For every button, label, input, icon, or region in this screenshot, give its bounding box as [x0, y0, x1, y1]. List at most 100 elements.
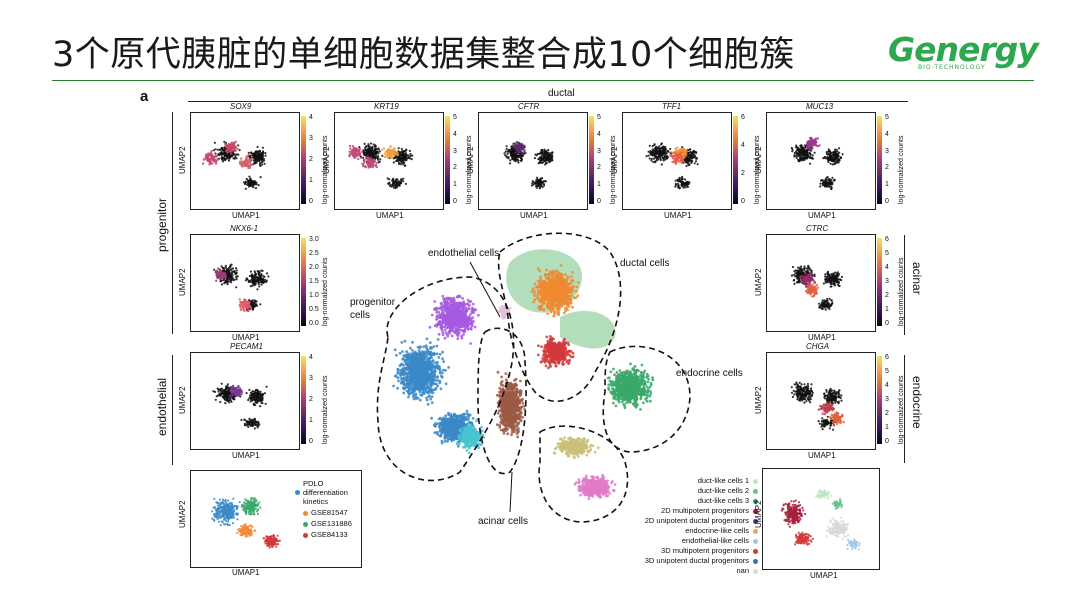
- colorbar-tick: 5: [597, 114, 601, 121]
- cluster-legend-item: 3D multipotent progenitors: [661, 546, 758, 555]
- acinar-bracket-line: [904, 235, 905, 335]
- colorbar-tick: 3: [309, 375, 313, 382]
- ductal-halo: [560, 310, 616, 349]
- title-divider: [52, 80, 1034, 81]
- colorbar-tick: 2: [885, 292, 889, 299]
- cluster-axis-x: UMAP1: [810, 571, 838, 580]
- panel-scatter: [212, 382, 268, 430]
- panel-axis-x: UMAP1: [808, 451, 836, 460]
- label-ductal-cells: ductal cells: [620, 258, 670, 269]
- colorbar-tick: 2.0: [309, 264, 319, 271]
- background-cells: [822, 147, 844, 166]
- colorbar-tick: 4: [885, 382, 889, 389]
- expressing-cells: [215, 267, 227, 282]
- colorbar: [589, 116, 594, 204]
- cluster-outline: [477, 327, 527, 475]
- background-cells: [819, 175, 836, 191]
- background-cells: [533, 148, 554, 166]
- dataset-legend-item: GSE81547: [303, 508, 348, 517]
- background-cells: [240, 417, 261, 430]
- panel-axis-x: UMAP1: [232, 333, 260, 342]
- panel-axis-y: UMAP2: [178, 146, 187, 174]
- dataset-axis-x: UMAP1: [232, 568, 260, 577]
- colorbar-tick: 1: [885, 181, 889, 189]
- colorbar-tick: 0: [885, 438, 889, 445]
- cluster-duct-like-1: [815, 489, 832, 500]
- expressing-cells: [348, 144, 364, 161]
- colorbar-label: log-normalized counts: [322, 257, 329, 326]
- cluster-ductal-red: [536, 335, 575, 370]
- panel-axis-x: UMAP1: [232, 211, 260, 220]
- cluster-outline: [497, 232, 622, 403]
- panel-scatter: [348, 142, 414, 190]
- colorbar: [445, 116, 450, 204]
- legend-swatch: [753, 498, 758, 504]
- cluster-endocrine-pink: [573, 473, 617, 500]
- panel-axis-y: UMAP2: [178, 386, 187, 414]
- colorbar-tick: 2: [597, 164, 601, 172]
- background-cells: [386, 177, 407, 190]
- panel-axis-y: UMAP2: [178, 268, 187, 296]
- cluster-outline: [376, 276, 515, 482]
- figure-panel-letter: a: [140, 88, 149, 105]
- colorbar-tick: 2: [885, 164, 889, 172]
- panel-scatter: [645, 142, 699, 190]
- panel-axis-x: UMAP1: [664, 211, 692, 220]
- panel-axis-y: UMAP2: [754, 146, 763, 174]
- background-cells: [245, 145, 267, 168]
- colorbar-tick: 1: [885, 306, 889, 313]
- colorbar-tick: 1: [309, 417, 313, 424]
- colorbar-tick: 3.0: [309, 236, 319, 243]
- panel-axis-y: UMAP2: [610, 146, 619, 174]
- panel-gene-name: NKX6-1: [230, 224, 259, 233]
- panel-gene-name: TFF1: [662, 102, 682, 111]
- cluster-progenitor-blue: [392, 337, 450, 406]
- dataset-gse81547: [236, 523, 257, 538]
- colorbar-tick: 5: [453, 114, 457, 121]
- cluster-progenitor-teal: [455, 419, 486, 455]
- panel-axis-x: UMAP1: [520, 211, 548, 220]
- colorbar: [877, 238, 882, 326]
- expressing-cells: [512, 140, 526, 156]
- cluster-endothelial: [497, 304, 512, 320]
- background-cells: [242, 175, 262, 190]
- dataset-legend-item: GSE84133: [303, 530, 348, 539]
- panel-gene-name: SOX9: [230, 102, 252, 111]
- group-label-endocrine: endocrine: [910, 376, 924, 429]
- colorbar-label: log-normalized counts: [898, 375, 905, 444]
- panel-axis-y: UMAP2: [754, 386, 763, 414]
- progenitor-bracket-line: [172, 112, 173, 334]
- group-label-acinar: acinar: [910, 262, 924, 295]
- colorbar-tick: 4: [309, 114, 313, 121]
- panel-axis-x: UMAP1: [232, 451, 260, 460]
- logo-subtitle: BIO-TECHNOLOGY: [918, 64, 986, 71]
- expressing-cells: [201, 150, 219, 166]
- slide-title: 3个原代胰脏的单细胞数据集整合成10个细胞簇: [52, 35, 795, 75]
- colorbar-tick: 3: [597, 147, 601, 155]
- panel-scatter: [201, 140, 267, 190]
- colorbar-tick: 2: [309, 156, 313, 163]
- colorbar-tick: 6: [885, 236, 889, 243]
- colorbar-tick: 4: [741, 142, 745, 149]
- cluster-legend-item: duct-like cells 3: [698, 496, 758, 505]
- legend-swatch: [753, 538, 758, 544]
- panel-scatter: [213, 263, 270, 313]
- legend-swatch: [753, 478, 758, 484]
- panel-frame: [334, 112, 444, 210]
- cluster-endothelial-like: [846, 538, 861, 551]
- colorbar-tick: 4: [885, 130, 889, 138]
- cluster-3d-multipotent: [793, 531, 815, 546]
- cluster-duct-like-2: [831, 498, 843, 510]
- background-cells: [818, 297, 834, 311]
- colorbar-tick: 3: [885, 147, 889, 155]
- cluster-legend-item: 3D unipotent ductal progenitors: [645, 556, 758, 565]
- panel-axis-x: UMAP1: [808, 211, 836, 220]
- legend-swatch: [753, 528, 758, 534]
- cluster-acinar: [495, 370, 526, 439]
- panel-gene-name: MUC13: [806, 102, 834, 111]
- legend-swatch: [753, 558, 758, 564]
- cluster-legend-item: duct-like cells 1: [698, 476, 758, 485]
- colorbar-tick: 4: [453, 130, 457, 138]
